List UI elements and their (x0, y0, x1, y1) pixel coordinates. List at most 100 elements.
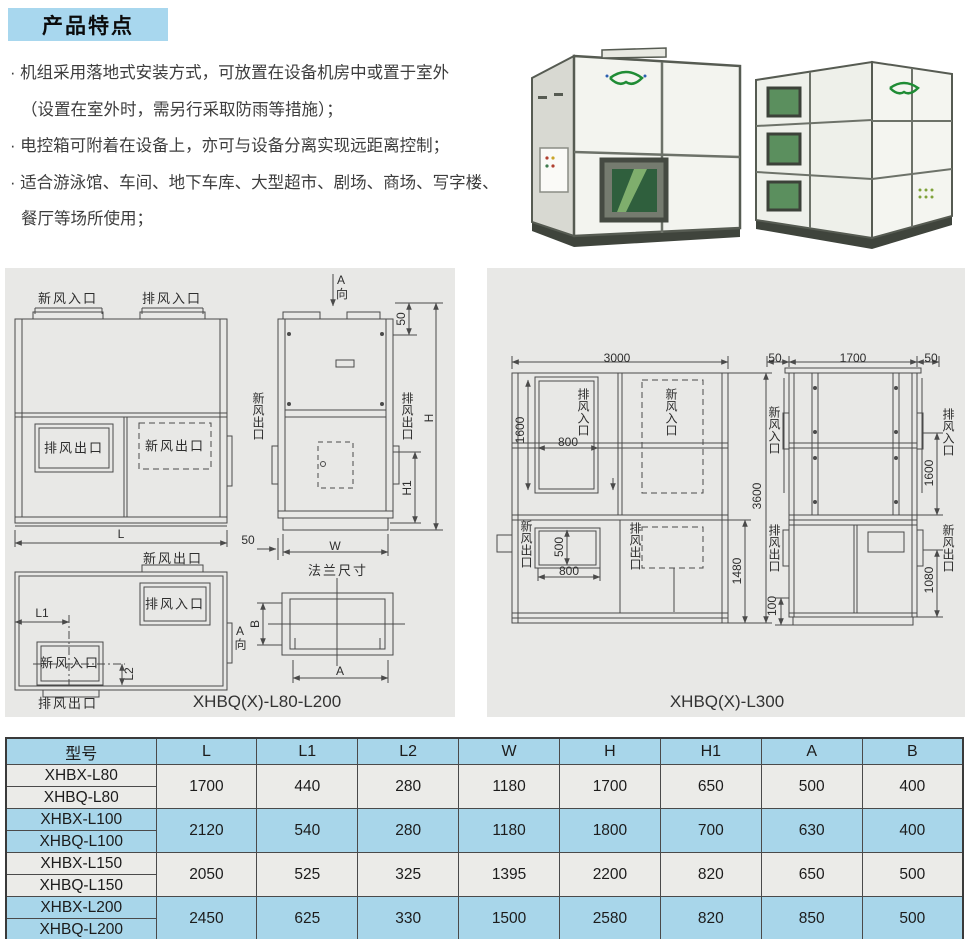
value-cell: 400 (861, 808, 964, 853)
value-cell: 440 (256, 764, 359, 809)
value-cell: 1180 (458, 808, 560, 853)
value-cell: 1395 (458, 852, 560, 897)
feature-line: · 适合游泳馆、车间、地下车库、大型超市、剧场、商场、写字楼、 (10, 173, 499, 192)
dim-1480: 1480 (730, 557, 744, 585)
model-cell: XHBX-L100 (5, 808, 157, 831)
value-cell: 525 (256, 852, 359, 897)
product-photo-left (531, 47, 742, 247)
value-cell: 820 (659, 852, 762, 897)
label-fresh-air-outlet-side: 新风出口 (941, 524, 955, 572)
label-fresh-air-outlet: 新风出口 (144, 438, 206, 454)
dim-L1: L1 (35, 606, 49, 620)
value-cell: 2450 (155, 896, 258, 939)
caption-right-model: XHBQ(X)-L300 (669, 692, 785, 711)
dim-L: L (117, 527, 125, 541)
col-header-A: A (760, 737, 863, 765)
label-flange-size: 法兰尺寸 (307, 563, 369, 578)
value-cell: 650 (760, 852, 863, 897)
col-header-L1: L1 (256, 737, 359, 765)
label-exhaust-air-outlet-side: 排风出口 (400, 392, 414, 440)
label-fresh-air-outlet-side: 新风出口 (251, 392, 265, 440)
label-exhaust-air-inlet-top: 排风入口 (144, 596, 206, 612)
dim-800-upper: 800 (557, 435, 579, 449)
page-title: 产品特点 (8, 8, 168, 41)
model-cell: XHBQ-L150 (5, 874, 157, 897)
value-cell: 2200 (559, 852, 661, 897)
value-cell: 1700 (155, 764, 258, 809)
dim-50-mid: 50 (241, 533, 255, 547)
col-header-H: H (559, 737, 661, 765)
value-cell: 1700 (559, 764, 661, 809)
label-fresh-air-inlet-top: 新风入口 (39, 655, 101, 671)
model-cell: XHBQ-L100 (5, 830, 157, 853)
dim-H: H (422, 413, 436, 423)
value-cell: 630 (760, 808, 863, 853)
value-cell: 280 (357, 764, 460, 809)
value-cell: 500 (760, 764, 863, 809)
table-row: XHBX-L100 2120 540 280 1180 1800 700 630… (5, 808, 964, 853)
table-row: XHBQ-L150 (5, 874, 963, 897)
line-drawing-left (14, 274, 443, 698)
table-row: XHBX-L200 2450 625 330 1500 2580 820 850… (5, 896, 964, 939)
label-view-A: A (337, 273, 346, 287)
dim-A: A (335, 664, 345, 678)
dim-100: 100 (765, 595, 779, 617)
dim-800-lower: 800 (558, 564, 580, 578)
value-cell: 540 (256, 808, 359, 853)
model-cell: XHBQ-L200 (5, 918, 157, 939)
label-exhaust-air-inlet-front: 排风入口 (576, 388, 590, 436)
diagram-panel-left: 新风入口 排风入口 排风出口 新风出口 L 50 A 向 50 H H1 新风出… (5, 268, 455, 717)
label-exhaust-air-outlet: 排风出口 (43, 440, 105, 456)
label-fresh-air-inlet-front: 新风入口 (664, 388, 678, 436)
dim-1600-side: 1600 (922, 459, 936, 487)
line-drawing-right (496, 356, 943, 626)
dim-50-top: 50 (394, 312, 408, 326)
value-cell: 1800 (559, 808, 661, 853)
dim-1700: 1700 (839, 351, 867, 365)
value-cell: 325 (357, 852, 460, 897)
dim-500: 500 (552, 536, 566, 558)
diagram-panel-right: 3000 3600 1480 1600 800 500 800 排风入口 新风入… (487, 268, 965, 717)
value-cell: 400 (861, 764, 964, 809)
value-cell: 330 (357, 896, 460, 939)
col-header-B: B (861, 737, 964, 765)
dim-50-right: 50 (924, 351, 938, 365)
table-header-row: 型号 L L1 L2 W H H1 A B (5, 737, 964, 765)
col-header-W: W (458, 737, 560, 765)
dim-B: B (248, 619, 262, 629)
label-exhaust-air-inlet-side: 排风入口 (941, 408, 955, 456)
features-list: · 机组采用落地式安装方式，可放置在设备机房中或置于室外 （设置在室外时，需另行… (10, 55, 515, 238)
feature-line: 餐厅等场所使用； (21, 210, 153, 228)
col-header-H1: H1 (659, 737, 762, 765)
label-fresh-air-outlet-top: 新风出口 (142, 551, 204, 566)
model-cell: XHBX-L80 (5, 764, 157, 787)
table-row: XHBX-L150 2050 525 325 1395 2200 820 650… (5, 852, 964, 897)
value-cell: 280 (357, 808, 460, 853)
value-cell: 2050 (155, 852, 258, 897)
label-fresh-air-inlet: 新风入口 (37, 291, 99, 306)
col-header-L: L (155, 737, 258, 765)
dim-50-left: 50 (768, 351, 782, 365)
dim-1080: 1080 (922, 566, 936, 594)
value-cell: 1180 (458, 764, 560, 809)
dim-H1: H1 (400, 480, 414, 496)
value-cell: 1500 (458, 896, 560, 939)
label-exhaust-air-outlet-front: 排风出口 (628, 522, 642, 570)
label-view-dir: 向 (336, 287, 349, 301)
value-cell: 625 (256, 896, 359, 939)
value-cell: 820 (659, 896, 762, 939)
feature-line: （设置在室外时，需另行采取防雨等措施）； (21, 100, 343, 119)
label-fresh-air-inlet-side: 新风入口 (767, 406, 781, 454)
dim-L2: L2 (122, 667, 136, 681)
dim-3600: 3600 (750, 482, 764, 510)
value-cell: 650 (659, 764, 762, 809)
value-cell: 2120 (155, 808, 258, 853)
feature-line: · 机组采用落地式安装方式，可放置在设备机房中或置于室外 (10, 64, 450, 82)
value-cell: 500 (861, 852, 964, 897)
value-cell: 2580 (559, 896, 661, 939)
model-cell: XHBX-L150 (5, 852, 157, 875)
label-view-A-dir: A向 (233, 624, 247, 650)
caption-left-model-range: XHBQ(X)-L80-L200 (192, 692, 342, 711)
value-cell: 700 (659, 808, 762, 853)
model-cell: XHBQ-L80 (5, 786, 157, 809)
